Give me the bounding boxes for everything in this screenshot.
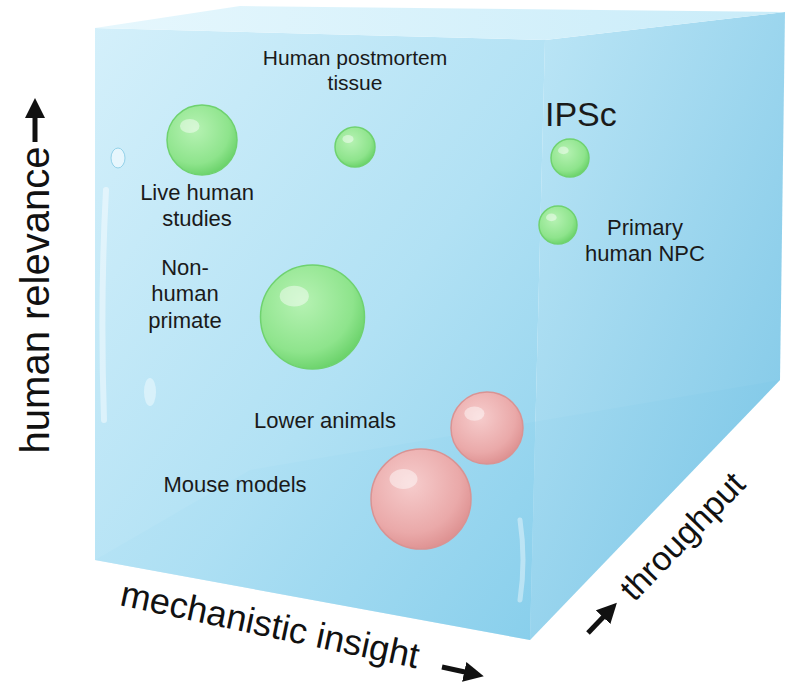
water-drop	[111, 148, 125, 168]
cube-right-face	[530, 12, 785, 640]
axis-arrow	[588, 610, 610, 633]
bubble-circle	[167, 105, 237, 175]
bubble-label: Live human studies	[122, 180, 272, 233]
axis-arrow	[442, 667, 474, 674]
bubble-circle	[371, 449, 471, 549]
bubble-label: Mouse models	[130, 472, 340, 498]
ice-highlight	[102, 190, 106, 420]
bubble-label: Human postmortem tissue	[260, 45, 450, 95]
bubble-circle	[551, 139, 589, 177]
model-bubble-red: Mouse models	[130, 447, 473, 551]
bubble-circle	[539, 206, 577, 244]
bubble-gloss	[546, 214, 557, 222]
axis-label: human relevance	[15, 147, 55, 454]
bubble-gloss	[558, 147, 569, 155]
bubble-label: Primary human NPC	[580, 215, 710, 268]
water-drop	[144, 378, 156, 406]
bubble-gloss	[180, 119, 200, 133]
bubble-circle	[451, 392, 523, 464]
bubble-gloss	[342, 135, 353, 143]
bubble-circle	[335, 127, 375, 167]
axis-label: mechanistic insight	[118, 576, 423, 674]
axis-label: throughput	[613, 466, 750, 607]
axis-arrow	[33, 108, 38, 142]
model-bubble-green: Primary human NPC	[537, 204, 710, 268]
model-bubble-green: Live human studies	[122, 103, 272, 233]
bubble-gloss	[390, 469, 418, 489]
cube-front-face	[95, 28, 545, 640]
bubble-label: Non-human primate	[143, 255, 228, 334]
ice-highlight	[520, 520, 523, 600]
model-bubble-green: Human postmortem tissue	[260, 45, 450, 169]
model-bubble-red: Lower animals	[230, 390, 525, 466]
bubble-label: Lower animals	[230, 408, 420, 434]
cube-top-face	[95, 6, 785, 40]
bubble-shape	[130, 447, 473, 551]
bubble-circle	[260, 265, 364, 369]
bubble-label: IPSc	[545, 94, 645, 135]
model-bubble-green: Non-human primate	[143, 255, 367, 371]
bubble-gloss	[464, 406, 484, 420]
model-bubble-green: IPSc	[545, 94, 645, 179]
bubble-gloss	[279, 286, 308, 307]
